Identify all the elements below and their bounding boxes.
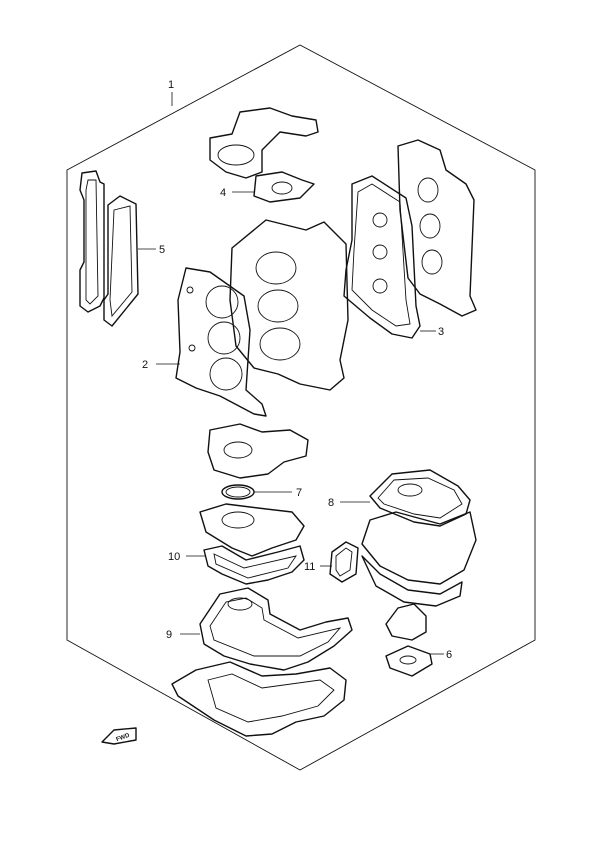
exhaust-manifold-part [207,423,309,479]
part-3-head-cover-gasket[interactable] [343,175,421,339]
part-4-thermostat-gasket[interactable] [209,107,319,203]
callout-9: 9 [166,629,172,641]
oil-pan [361,511,477,607]
part-8-oil-pan-gasket[interactable] [369,469,471,527]
callout-5: 5 [159,244,165,256]
forward-label: FWD [116,733,132,744]
part-5-side-gasket[interactable] [79,170,139,327]
parts-set-frame [66,44,536,771]
callout-3: 3 [438,326,444,338]
callout-7: 7 [296,487,302,499]
part-9-lower-cover-gasket[interactable] [199,587,353,671]
callout-8: 8 [328,497,334,509]
lower-casing [171,661,347,737]
callout-11: 11 [304,561,315,573]
callout-4: 4 [220,187,226,199]
cylinder-block [229,219,349,391]
callout-6: 6 [446,649,452,661]
callout-10: 10 [168,551,180,563]
callout-1: 1 [168,79,174,91]
part-2-cylinder-head-gasket[interactable] [175,267,267,417]
part-10-mount-gasket[interactable] [199,503,305,585]
leader-lines [138,92,444,655]
callout-2: 2 [142,359,148,371]
forward-arrow-icon: FWD [101,727,137,745]
part-11-small-gasket[interactable] [329,541,359,583]
part-7-o-ring[interactable] [221,484,255,500]
part-6-gasket[interactable] [385,603,433,677]
cylinder-head-cover [397,139,477,317]
